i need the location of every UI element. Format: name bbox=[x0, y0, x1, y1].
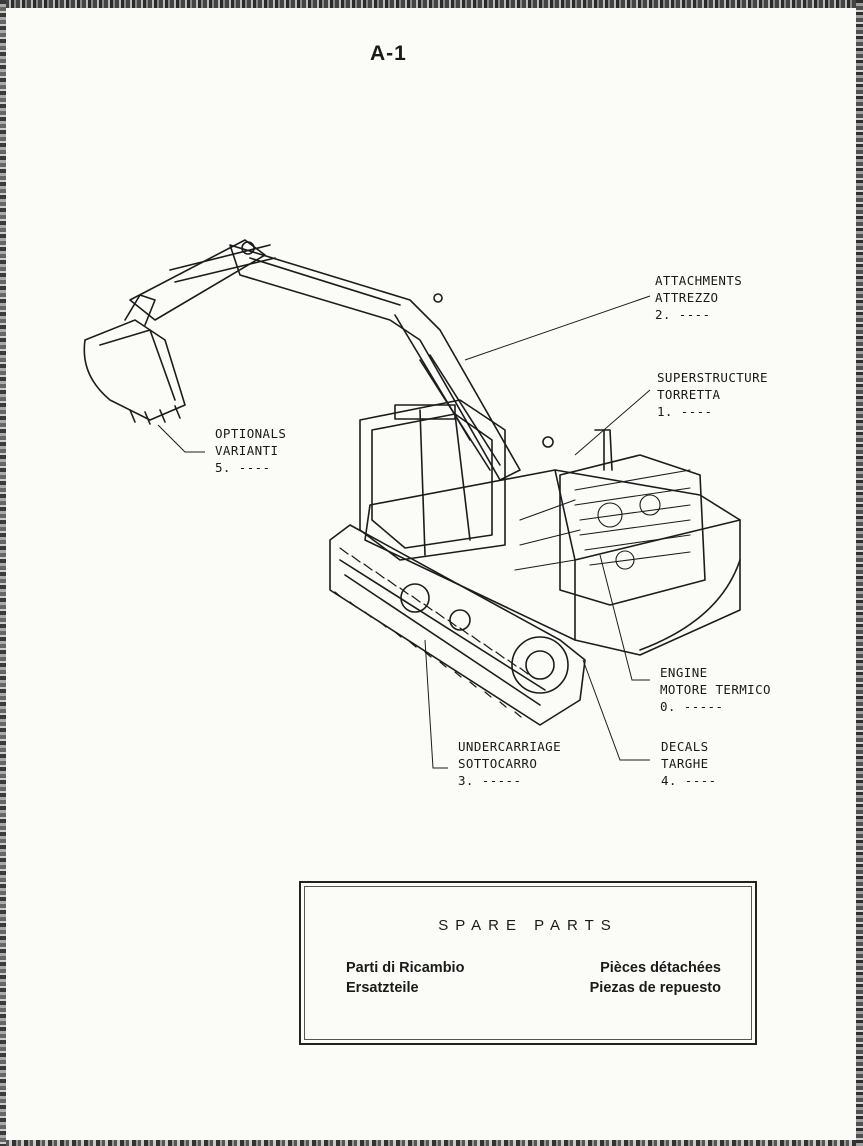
leader-decals bbox=[582, 659, 650, 761]
sprocket bbox=[511, 636, 569, 694]
spare-parts-box: SPARE PARTS Parti di Ricambio Ersatzteil… bbox=[299, 881, 757, 1045]
callout-undercarriage-en: UNDERCARRIAGE bbox=[458, 739, 562, 754]
callout-superstructure: SUPERSTRUCTURE TORRETTA 1. ---- bbox=[657, 369, 768, 420]
cab bbox=[359, 399, 506, 561]
leader-optionals bbox=[157, 424, 205, 453]
callout-decals-ref: 4. ---- bbox=[661, 773, 717, 788]
leader-superstructure bbox=[574, 389, 651, 456]
leader-engine bbox=[599, 554, 650, 681]
bucket bbox=[83, 319, 186, 421]
callout-engine-ref: 0. ----- bbox=[660, 699, 724, 714]
callout-optionals: OPTIONALS VARIANTI 5. ---- bbox=[215, 425, 286, 476]
callout-optionals-it: VARIANTI bbox=[215, 443, 279, 458]
boom bbox=[229, 244, 521, 481]
callout-superstructure-ref: 1. ---- bbox=[657, 404, 713, 419]
callout-attachments-ref: 2. ---- bbox=[655, 307, 711, 322]
engine-compartment bbox=[559, 454, 706, 606]
callout-optionals-ref: 5. ---- bbox=[215, 460, 271, 475]
spare-parts-spanish: Piezas de repuesto bbox=[589, 980, 721, 996]
callout-attachments: ATTACHMENTS ATTREZZO 2. ---- bbox=[655, 272, 742, 323]
callout-undercarriage-it: SOTTOCARRO bbox=[458, 756, 538, 771]
callout-undercarriage-ref: 3. ----- bbox=[458, 773, 522, 788]
callout-engine: ENGINE MOTORE TERMICO 0. ----- bbox=[660, 664, 771, 715]
scan-edge-left bbox=[0, 0, 6, 1146]
spare-parts-italian: Parti di Ricambio bbox=[346, 960, 465, 976]
callout-decals-it: TARGHE bbox=[661, 756, 709, 771]
page-number: A-1 bbox=[370, 42, 407, 65]
scan-edge-top bbox=[0, 0, 863, 8]
spare-parts-title: SPARE PARTS bbox=[438, 917, 618, 934]
spare-parts-german: Ersatzteile bbox=[346, 980, 419, 996]
superstructure-body bbox=[364, 469, 741, 656]
arm bbox=[129, 239, 266, 321]
callout-decals-en: DECALS bbox=[661, 739, 709, 754]
scan-edge-bottom bbox=[0, 1140, 863, 1146]
scan-edge-right bbox=[856, 0, 863, 1146]
leader-attachments bbox=[464, 295, 651, 361]
callout-attachments-it: ATTREZZO bbox=[655, 290, 719, 305]
callout-undercarriage: UNDERCARRIAGE SOTTOCARRO 3. ----- bbox=[458, 738, 561, 789]
callout-superstructure-it: TORRETTA bbox=[657, 387, 721, 402]
callout-optionals-en: OPTIONALS bbox=[215, 426, 287, 441]
callout-superstructure-en: SUPERSTRUCTURE bbox=[657, 370, 768, 385]
callout-engine-it: MOTORE TERMICO bbox=[660, 682, 771, 697]
callout-engine-en: ENGINE bbox=[660, 665, 708, 680]
track-outline bbox=[329, 524, 586, 726]
spare-parts-french: Pièces détachées bbox=[600, 960, 721, 976]
callout-decals: DECALS TARGHE 4. ---- bbox=[661, 738, 716, 789]
leader-undercarriage bbox=[424, 639, 448, 769]
callout-attachments-en: ATTACHMENTS bbox=[655, 273, 743, 288]
